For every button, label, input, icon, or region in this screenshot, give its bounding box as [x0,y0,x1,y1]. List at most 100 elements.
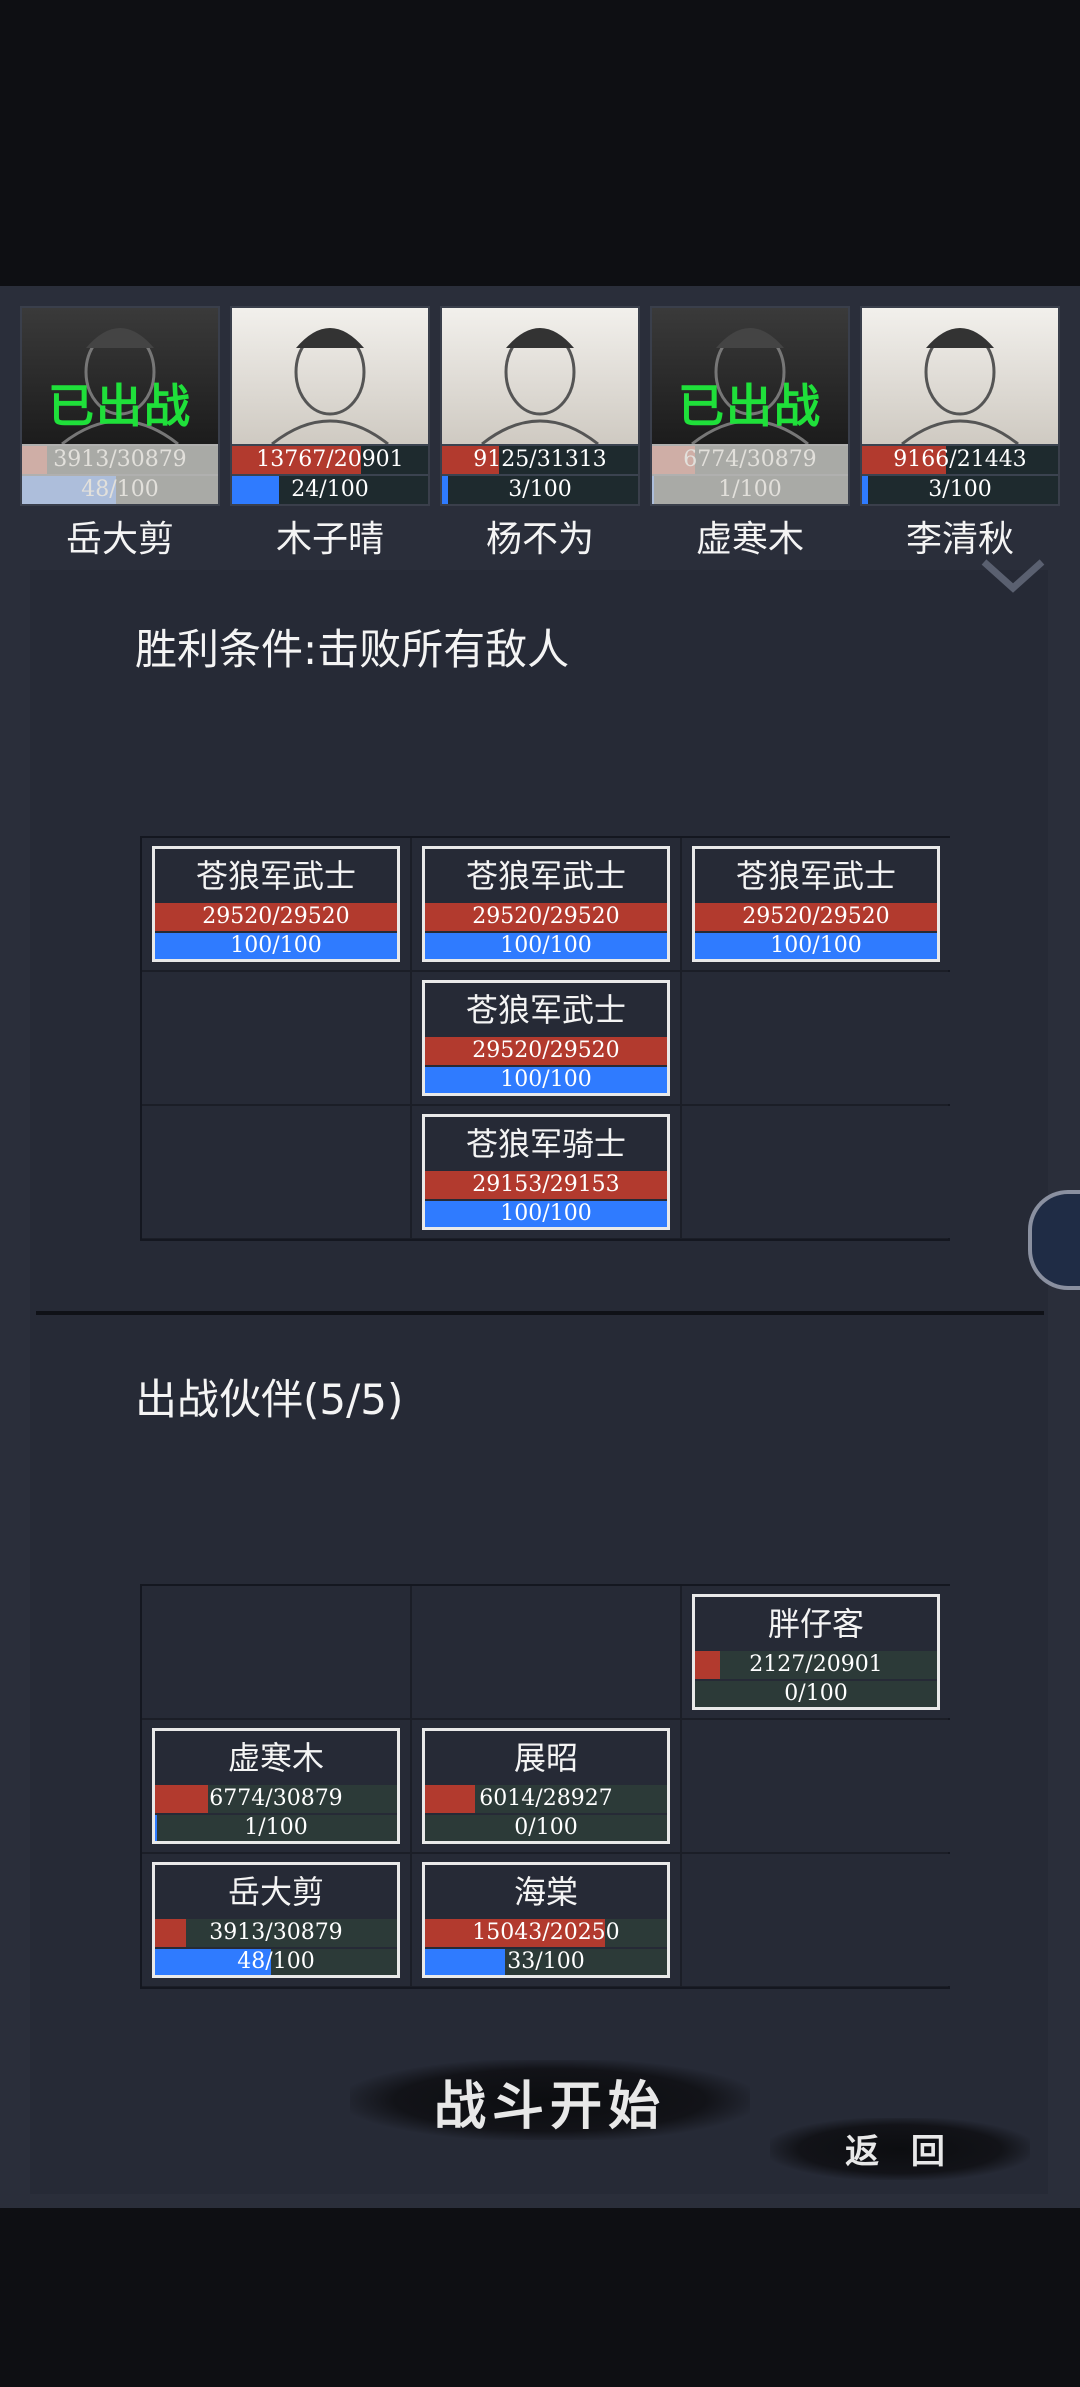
mp-bar-fill [862,476,868,504]
unit-card[interactable]: 展昭 6014/28927 0/100 [422,1728,670,1844]
brush-stroke [770,2118,1030,2180]
mp-text: 100/100 [500,1201,592,1226]
back-button[interactable]: 返 回 [770,2112,1030,2182]
victory-condition: 胜利条件:击败所有敌人 [135,625,570,674]
section-divider [36,1311,1044,1315]
hp-text: 13767/20901 [256,447,404,472]
hp-text: 29520/29520 [202,904,350,929]
unit-name: 胖仔客 [767,1605,864,1643]
hp-text: 3913/30879 [209,1920,343,1945]
roster-card[interactable]: 9166/21443 3/100 [860,306,1060,506]
formation-cell [682,972,950,1104]
mp-bar-fill [22,476,117,504]
formation-cell[interactable] [142,1586,410,1718]
mp-bar-fill [232,476,280,504]
hp-text: 6774/30879 [683,447,817,472]
hp-bar: 29520/29520 [695,903,937,931]
hp-bar-fill [425,903,667,931]
unit-card[interactable]: 胖仔客 2127/20901 0/100 [692,1594,940,1710]
mp-text: 24/100 [291,477,369,502]
start-battle-button[interactable]: 战斗开始 [350,2050,750,2146]
collapse-chevron-icon[interactable] [978,554,1048,598]
formation-cell[interactable] [682,1720,950,1852]
hp-bar: 3913/30879 [22,444,218,474]
back-label: 返 回 [845,2132,955,2172]
mp-text: 48/100 [237,1949,315,1974]
hp-bar: 6014/28927 [425,1785,667,1813]
mp-text: 1/100 [244,1815,308,1840]
hp-text: 15043/20250 [472,1920,620,1945]
mp-bar: 3/100 [442,474,638,504]
hp-bar-fill [652,446,695,474]
hp-bar: 29520/29520 [155,903,397,931]
hp-bar: 13767/20901 [232,444,428,474]
character-portrait [862,308,1058,444]
character-name: 木子晴 [275,519,384,560]
hp-bar: 3913/30879 [155,1919,397,1947]
hp-text: 9125/31313 [473,447,607,472]
hp-text: 2127/20901 [749,1652,883,1677]
hp-text: 29520/29520 [472,904,620,929]
hp-bar-fill [695,903,937,931]
formation-cell[interactable] [412,1586,680,1718]
mp-text: 48/100 [81,477,159,502]
mp-bar: 100/100 [425,1067,667,1093]
mp-text: 3/100 [928,477,992,502]
mp-bar-fill [442,476,448,504]
mp-text: 100/100 [500,1067,592,1092]
mp-bar: 33/100 [425,1949,667,1975]
unit-name: 虚寒木 [227,1739,324,1777]
character-name: 虚寒木 [695,519,804,560]
side-menu-tab[interactable] [1028,1190,1080,1290]
hp-text: 29153/29153 [472,1172,620,1197]
mp-text: 100/100 [770,933,862,958]
unit-name: 海棠 [513,1873,578,1911]
hp-bar: 9125/31313 [442,444,638,474]
formation-cell[interactable] [682,1854,950,1986]
mp-bar-fill [695,933,937,959]
mp-text: 0/100 [514,1815,578,1840]
hp-bar-fill [425,1919,605,1947]
mp-bar: 1/100 [155,1815,397,1841]
mp-bar-fill [155,1949,272,1975]
character-portrait [652,308,848,444]
formation-cell [682,1106,950,1238]
hp-text: 6014/28927 [479,1786,613,1811]
mp-bar: 3/100 [862,474,1058,504]
formation-cell [142,972,410,1104]
character-name: 李清秋 [905,519,1014,560]
mp-bar: 48/100 [22,474,218,504]
mp-text: 0/100 [784,1681,848,1706]
unit-name: 展昭 [513,1739,578,1777]
character-portrait [22,308,218,444]
mp-bar: 0/100 [695,1681,937,1707]
mp-bar: 100/100 [695,933,937,959]
start-battle-label: 战斗开始 [433,2076,666,2137]
roster-card[interactable]: 13767/20901 24/100 [230,306,430,506]
brush-stroke [350,2060,750,2140]
character-name: 杨不为 [485,519,594,560]
hp-text: 9166/21443 [893,447,1027,472]
hp-bar: 15043/20250 [425,1919,667,1947]
mp-bar: 1/100 [652,474,848,504]
hp-bar: 2127/20901 [695,1651,937,1679]
unit-card[interactable]: 海棠 15043/20250 33/100 [422,1862,670,1978]
hp-text: 29520/29520 [472,1038,620,1063]
character-portrait [232,308,428,444]
hp-bar-fill [695,1651,720,1679]
formation-cell [142,1106,410,1238]
deployed-label: 已出战 [678,379,822,433]
